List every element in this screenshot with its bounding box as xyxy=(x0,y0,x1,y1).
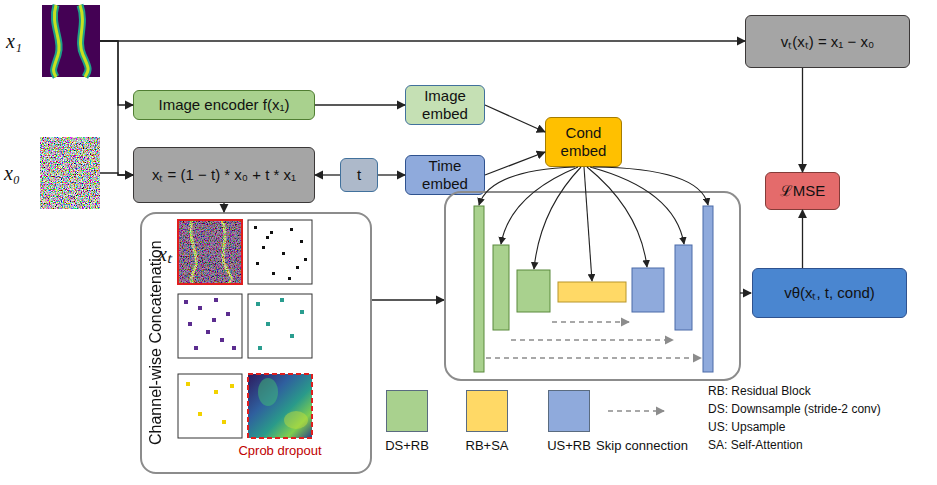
streak xyxy=(80,5,88,77)
streak-glow xyxy=(80,5,88,77)
node-text: Time embed xyxy=(406,157,484,193)
connector-arrow xyxy=(100,41,133,175)
connector-arrow xyxy=(100,40,745,41)
streak xyxy=(222,220,232,284)
node-text: x₀ xyxy=(4,162,20,185)
prediction-box: vθ(xₜ, t, cond) xyxy=(752,268,907,318)
connector-arrow xyxy=(100,41,133,105)
node-text: Image embed xyxy=(406,87,484,123)
ds-rb-block xyxy=(493,245,509,330)
embed-box: Time embed xyxy=(405,155,485,195)
legend-swatch xyxy=(466,390,508,432)
connector-arrow xyxy=(223,203,224,212)
cond-embed-box: Cond embed xyxy=(545,117,622,167)
point-cell xyxy=(248,220,312,284)
node-text: vₜ(xₜ) = x₁ − x₀ xyxy=(775,33,880,51)
concat-panel: Channel-wise Concatenation xyxy=(140,212,372,474)
skip-connection xyxy=(486,357,701,358)
abbreviation-note: SA: Self-Attention xyxy=(708,438,803,452)
cell-border xyxy=(178,220,242,284)
us-rb-block xyxy=(675,245,692,330)
connector-arrow xyxy=(100,173,133,175)
point-marks xyxy=(256,298,304,350)
legend-text: US+RB xyxy=(547,438,591,453)
streak-glow xyxy=(54,5,60,77)
connector-arrow xyxy=(315,104,405,105)
connector-arrow xyxy=(315,174,340,175)
cond-arrow xyxy=(593,167,708,205)
abbreviation-note: RB: Residual Block xyxy=(708,384,811,398)
connector-arrow xyxy=(378,174,405,175)
flow-arrow xyxy=(372,299,444,300)
embed-box: Image embed xyxy=(405,85,485,125)
probability-blob xyxy=(284,411,308,429)
cond-arrow xyxy=(587,167,647,267)
legend-swatch xyxy=(386,390,428,432)
rb-sa-block xyxy=(558,282,626,302)
node-text: Channel-wise Concatenation xyxy=(146,214,165,472)
streak xyxy=(191,220,196,284)
time-box: t xyxy=(340,158,378,192)
connector-arrow xyxy=(485,152,545,175)
connector-arrow xyxy=(802,210,803,268)
point-marks xyxy=(254,226,307,280)
target-image xyxy=(42,5,100,77)
noise-overlay xyxy=(178,220,242,284)
cond-arrow xyxy=(501,167,578,244)
legend-text: Skip connection xyxy=(596,438,688,453)
dropout-label: Cprob dropout xyxy=(238,443,321,458)
encoder-box: Image encoder f(x₁) xyxy=(133,90,315,120)
probability-blob xyxy=(258,378,278,406)
node-text: Cond embed xyxy=(546,124,621,160)
point-cell xyxy=(178,374,242,438)
target-velocity-box: vₜ(xₜ) = x₁ − x₀ xyxy=(745,15,910,68)
streak xyxy=(54,5,60,77)
skip-connection xyxy=(511,339,673,340)
us-rb-block xyxy=(632,268,664,312)
cond-arrow xyxy=(584,167,592,281)
node-text: x₁ xyxy=(6,30,22,53)
abbreviation-note: DS: Downsample (stride-2 conv) xyxy=(708,402,881,416)
node-text: xₜ = (1 − t) * x₀ + t * x₁ xyxy=(146,166,302,184)
cond-arrow xyxy=(590,167,684,244)
skip-connection xyxy=(552,321,629,322)
abbreviation-note: US: Upsample xyxy=(708,420,785,434)
point-cell xyxy=(178,294,242,358)
noise-image xyxy=(40,137,100,209)
node-text: vθ(xₜ, t, cond) xyxy=(778,284,881,302)
target-image-node: x₁ xyxy=(42,5,100,77)
point-marks xyxy=(184,298,236,350)
noise-image-node: x₀ xyxy=(40,137,100,209)
us-rb-block xyxy=(703,206,713,372)
dropout-border xyxy=(248,374,312,438)
legend-swatch xyxy=(548,390,590,432)
flow-arrow xyxy=(740,292,751,293)
cond-arrow xyxy=(479,167,575,205)
node-text: Image encoder f(x₁) xyxy=(153,96,296,114)
cond-arrow xyxy=(534,167,581,269)
ds-rb-block xyxy=(517,270,550,312)
connector-arrow xyxy=(802,68,803,172)
xt-image xyxy=(178,220,242,284)
ds-rb-block xyxy=(474,206,484,372)
interpolation-box: xₜ = (1 − t) * x₀ + t * x₁ xyxy=(133,147,315,203)
unet-panel xyxy=(445,192,740,380)
connector-arrow xyxy=(485,105,545,132)
loss-box: ℒMSE xyxy=(765,172,840,210)
legend-text: DS+RB xyxy=(385,438,429,453)
point-marks xyxy=(186,382,234,424)
probability-map xyxy=(248,374,312,438)
legend-line-sample xyxy=(608,410,664,411)
legend-text: RB+SA xyxy=(466,438,509,453)
point-cell xyxy=(248,294,312,358)
node-text: ℒMSE xyxy=(774,182,832,200)
node-text: t xyxy=(351,166,367,184)
